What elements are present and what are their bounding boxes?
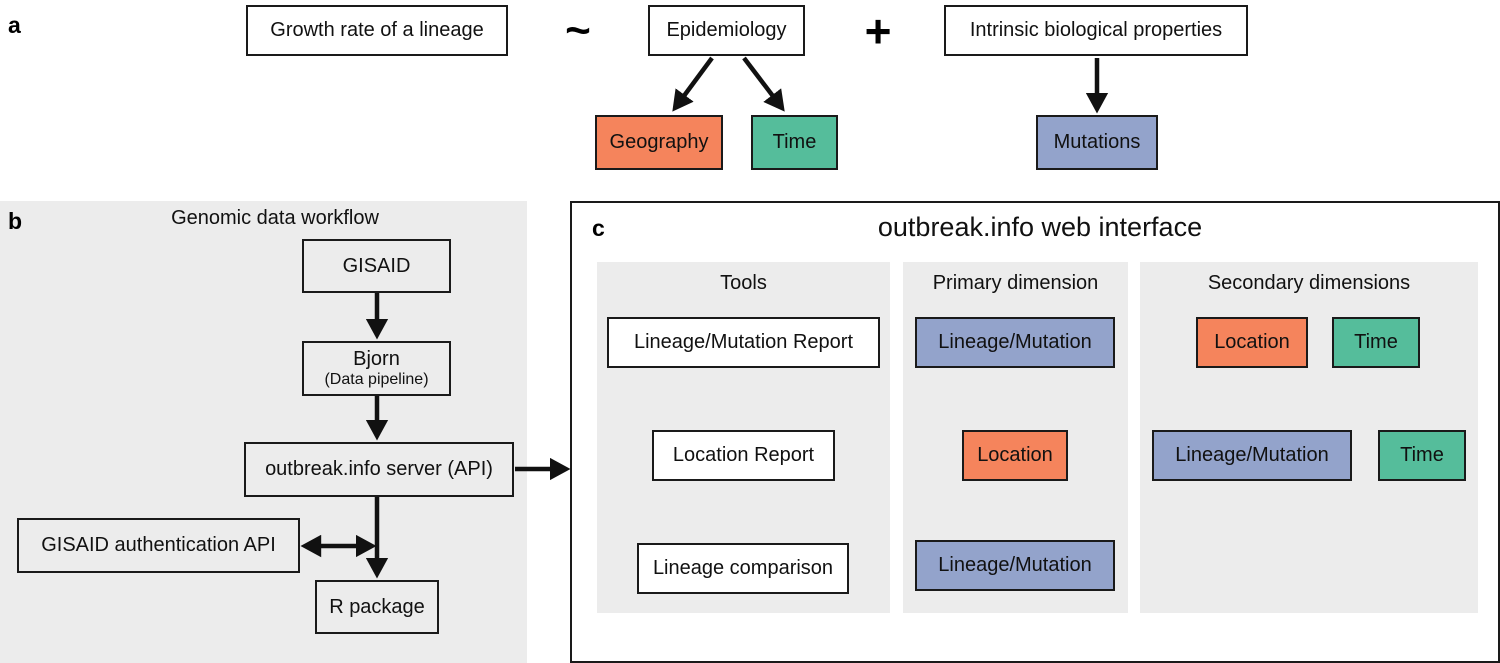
geography-box: Geography [595, 115, 723, 170]
outbreak-server-box: outbreak.info server (API) [244, 442, 514, 497]
column-header-secondary-dimensions: Secondary dimensions [1207, 272, 1411, 294]
time-box: Time [751, 115, 838, 170]
gisaid-auth-box: GISAID authentication API [17, 518, 300, 573]
bjorn-box: Bjorn (Data pipeline) [302, 341, 451, 396]
secondary-box-row2-lineage-mutation[interactable]: Lineage/Mutation [1152, 430, 1352, 481]
panel-letter-b: b [8, 208, 23, 234]
tilde-operator: ~ [565, 6, 591, 55]
epidemiology-box: Epidemiology [648, 5, 805, 56]
bjorn-sublabel: (Data pipeline) [324, 370, 429, 388]
secondary-box-row1-time[interactable]: Time [1332, 317, 1420, 368]
panel-letter-a: a [8, 12, 21, 38]
arrow-epidemiology-to-time [742, 56, 785, 112]
secondary-box-row1-location[interactable]: Location [1196, 317, 1308, 368]
panel-c-title: outbreak.info web interface [877, 212, 1203, 242]
tool-box-lineage-comparison[interactable]: Lineage comparison [637, 543, 849, 594]
arrow-epidemiology-to-geography [672, 56, 714, 112]
tool-box-lineage-mutation-report[interactable]: Lineage/Mutation Report [607, 317, 880, 368]
panel-b-background [0, 201, 527, 663]
growth-rate-box: Growth rate of a lineage [246, 5, 508, 56]
tool-box-location-report[interactable]: Location Report [652, 430, 835, 481]
column-header-primary-dimension: Primary dimension [932, 272, 1099, 294]
plus-operator: + [864, 5, 892, 57]
panel-letter-c: c [592, 215, 605, 241]
gisaid-box: GISAID [302, 239, 451, 293]
r-package-box: R package [315, 580, 439, 634]
primary-box-row3-lineage-mutation[interactable]: Lineage/Mutation [915, 540, 1115, 591]
primary-box-row2-location[interactable]: Location [962, 430, 1068, 481]
bjorn-label: Bjorn [353, 347, 400, 370]
mutations-box: Mutations [1036, 115, 1158, 170]
column-header-tools: Tools [720, 272, 767, 294]
secondary-box-row2-time[interactable]: Time [1378, 430, 1466, 481]
intrinsic-properties-box: Intrinsic biological properties [944, 5, 1248, 56]
panel-b-title: Genomic data workflow [171, 207, 379, 229]
primary-box-row1-lineage-mutation[interactable]: Lineage/Mutation [915, 317, 1115, 368]
